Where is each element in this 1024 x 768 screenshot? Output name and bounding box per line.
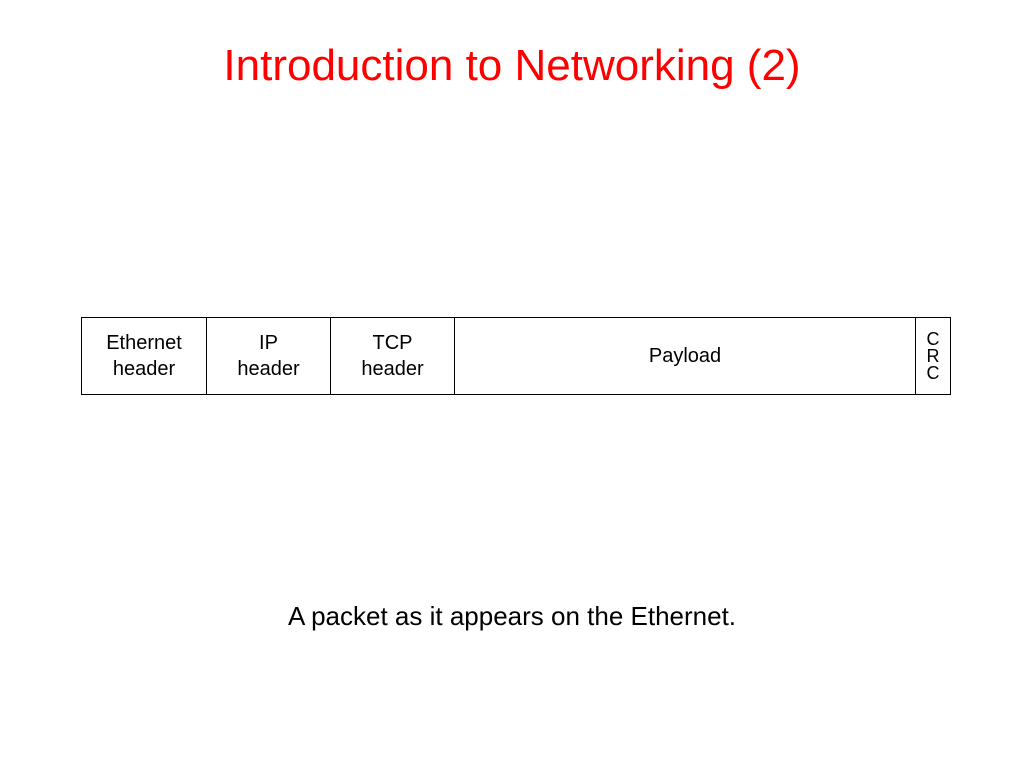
field-label: Ethernet [106,332,182,354]
packet-diagram: Ethernet header IP header TCP header Pay… [81,317,951,395]
field-label: header [361,358,424,380]
field-label: header [112,358,176,380]
field-label: C [926,362,940,383]
slide-title: Introduction to Networking (2) [223,41,801,90]
tcp-header-field: TCP header [331,318,455,394]
ip-header-field: IP header [207,318,331,394]
field-label: TCP [372,332,413,354]
diagram-caption: A packet as it appears on the Ethernet. [287,601,737,631]
field-label: header [237,358,300,380]
ethernet-header-field: Ethernet header [82,318,207,394]
crc-field: C R C [916,318,950,394]
payload-field: Payload [455,318,916,394]
field-label: Payload [648,345,722,367]
field-label: C [926,328,940,349]
field-label: R [926,345,940,366]
field-label: IP [259,332,278,354]
